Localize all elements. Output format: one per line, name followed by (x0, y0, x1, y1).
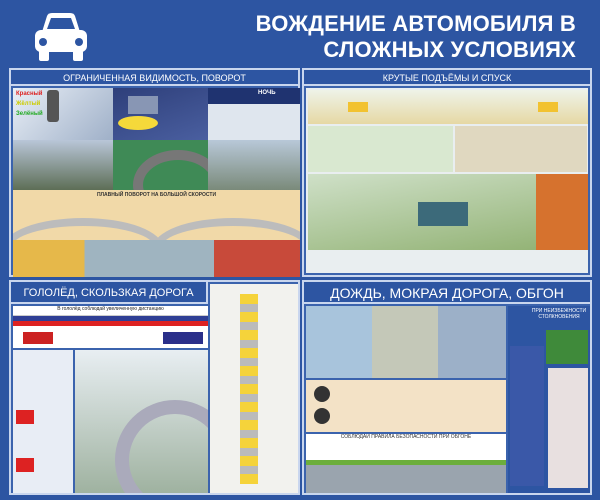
road-view-illustration (208, 140, 300, 190)
panel-hills: КРУТЫЕ ПОДЪЁМЫ И СПУСК (302, 68, 592, 277)
panel-visibility: ОГРАНИЧЕННАЯ ВИДИМОСТЬ, ПОВОРОТ Красный … (9, 68, 300, 277)
braking-illustrations (13, 350, 73, 493)
poster-header: ВОЖДЕНИЕ АВТОМОБИЛЯ В СЛОЖНЫХ УСЛОВИЯХ (0, 0, 600, 68)
skid-sequence-illustration (210, 284, 298, 493)
truck-headlights-illustration (113, 88, 208, 140)
downhill-illustration (455, 126, 587, 172)
truck-climb-illustration (308, 174, 588, 250)
tires-illustration (306, 380, 506, 432)
smooth-turn-illustration: ПЛАВНЫЙ ПОВОРОТ НА БОЛЬШОЙ СКОРОСТИ (13, 190, 300, 240)
night-illustration: НОЧЬ (208, 88, 300, 140)
night-label: НОЧЬ (258, 90, 276, 96)
panel-title: ДОЖДЬ, МОКРАЯ ДОРОГА, ОБГОН (304, 282, 590, 304)
uphill-illustration (308, 126, 453, 172)
traffic-light-illustration: Красный Жёлтый Зелёный (13, 88, 113, 140)
overtake-fog-illustration (13, 240, 300, 277)
car-icon (35, 13, 87, 61)
collision-diagram: ПРИ НЕИЗБЕЖНОСТИ СТОЛКНОВЕНИЯ (508, 306, 590, 493)
wet-road-illustrations (306, 306, 506, 378)
overtake-diagram: СОБЛЮДАЙ ПРАВИЛА БЕЗОПАСНОСТИ ПРИ ОБГОНЕ (306, 434, 506, 493)
panel-title: КРУТЫЕ ПОДЪЁМЫ И СПУСК (304, 70, 590, 86)
title-line-2: СЛОЖНЫХ УСЛОВИЯХ (323, 37, 576, 62)
curve-caption: ПЛАВНЫЙ ПОВОРОТ НА БОЛЬШОЙ СКОРОСТИ (96, 192, 217, 198)
tunnel-illustration (13, 140, 113, 190)
label-red: Красный (16, 91, 43, 97)
collision-caption: ПРИ НЕИЗБЕЖНОСТИ СТОЛКНОВЕНИЯ (531, 308, 587, 320)
page-title: ВОЖДЕНИЕ АВТОМОБИЛЯ В СЛОЖНЫХ УСЛОВИЯХ (256, 11, 576, 63)
hill-bus-illustration (308, 90, 588, 124)
curve-road-illustration (113, 140, 208, 190)
overtake-caption: СОБЛЮДАЙ ПРАВИЛА БЕЗОПАСНОСТИ ПРИ ОБГОНЕ (340, 434, 472, 440)
skid-road-illustration (75, 350, 208, 493)
label-yellow: Жёлтый (16, 101, 41, 107)
distance-table: В гололёд соблюдай увеличенную дистанцию (13, 306, 208, 348)
title-line-1: ВОЖДЕНИЕ АВТОМОБИЛЯ В (255, 11, 576, 36)
panel-title: ГОЛОЛЁД, СКОЛЬЗКАЯ ДОРОГА (11, 282, 208, 304)
distance-caption: В гололёд соблюдай увеличенную дистанцию (57, 306, 164, 312)
panel-title: ОГРАНИЧЕННАЯ ВИДИМОСТЬ, ПОВОРОТ (11, 70, 298, 86)
panel-ice: ГОЛОЛЁД, СКОЛЬЗКАЯ ДОРОГА В гололёд собл… (9, 280, 300, 495)
label-green: Зелёный (16, 111, 43, 117)
panel-rain: ДОЖДЬ, МОКРАЯ ДОРОГА, ОБГОН СОБЛЮДАЙ ПРА… (302, 280, 592, 495)
